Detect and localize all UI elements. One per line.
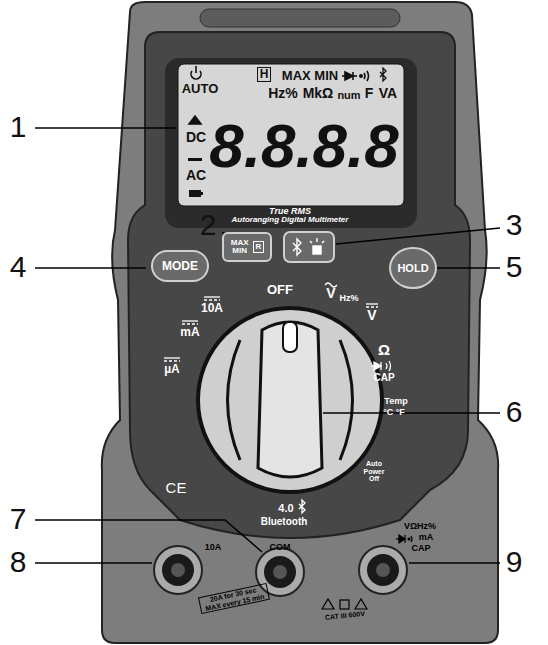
- dial-symbols: [164, 283, 391, 513]
- lcd-indicator: AC: [186, 168, 206, 183]
- callout-number: 1: [10, 110, 27, 143]
- ce-mark: CE: [166, 480, 187, 497]
- dial-position: 10A: [201, 302, 223, 315]
- callout-number: 9: [506, 545, 523, 578]
- callout-number: 2: [200, 208, 217, 241]
- callout-number: 7: [10, 502, 27, 535]
- bluetooth-version: 4.0: [278, 502, 293, 514]
- dial-grip-ridge: [228, 340, 353, 460]
- dial-position: Hz%: [339, 294, 358, 304]
- input-jacks: [154, 546, 407, 596]
- lcd-indicator: H: [257, 67, 272, 82]
- model-text: Autoranging Digital Multimeter: [232, 216, 349, 225]
- callout-number: 4: [10, 250, 27, 283]
- jack-label: VΩHz%: [404, 522, 436, 532]
- dial-position: °C °F: [383, 408, 405, 418]
- rotary-dial: [198, 308, 382, 492]
- front-face: [128, 32, 470, 538]
- dial-position: Ω: [378, 342, 390, 359]
- lcd-bezel: [165, 58, 417, 228]
- lcd-unit: VA: [379, 86, 397, 101]
- dial-note: Auto Power Off: [359, 460, 389, 483]
- lcd-indicator: DC: [186, 130, 206, 145]
- push-button: HOLD: [389, 247, 436, 289]
- lcd-screen: [178, 64, 404, 206]
- lcd-digits: 8.8.8.8: [209, 112, 399, 180]
- jack-label: mA: [419, 533, 434, 543]
- jack-symbols: [322, 535, 412, 609]
- button-label: R: [253, 241, 265, 253]
- jack-label: CAP: [411, 544, 430, 554]
- dial-position: µA: [164, 363, 180, 376]
- dial-grip: [258, 322, 322, 477]
- callout-number: 8: [10, 545, 27, 578]
- button-label: HOLD: [397, 263, 428, 274]
- lcd-unit: Hz%: [268, 86, 298, 101]
- lcd-unit: F: [365, 86, 374, 101]
- dial-position: OFF: [267, 283, 293, 297]
- jack-label: COM: [270, 543, 291, 553]
- button-label: MAX MIN: [230, 239, 250, 255]
- push-button: MODE: [151, 250, 209, 282]
- push-button: MAX MINR: [222, 232, 273, 262]
- lcd-unit: num: [337, 89, 360, 101]
- bluetooth-button: [284, 232, 334, 262]
- bluetooth-label: Bluetooth: [261, 516, 308, 527]
- dial-pointer: [283, 322, 297, 352]
- dial-position: V: [326, 286, 335, 301]
- dial-position: Temp: [384, 397, 407, 407]
- hanger-slot: [200, 9, 400, 27]
- button-label: MODE: [162, 260, 198, 272]
- housing-bumper: [102, 2, 498, 643]
- leader-lines: [35, 128, 500, 563]
- lcd-unit: MkΩ: [303, 86, 334, 101]
- lcd-indicator: AUTO: [182, 82, 219, 96]
- bluetooth-button-icons: [293, 238, 324, 255]
- lcd-indicator: MAX MIN: [282, 69, 338, 83]
- dial-position: V: [367, 308, 376, 323]
- callout-number: 6: [506, 395, 523, 428]
- callout-number: 3: [506, 208, 523, 241]
- callout-number: 5: [506, 250, 523, 283]
- jack-label: 10A: [205, 543, 222, 553]
- dial-position: mA: [180, 326, 199, 339]
- dial-position: CAP: [373, 372, 394, 383]
